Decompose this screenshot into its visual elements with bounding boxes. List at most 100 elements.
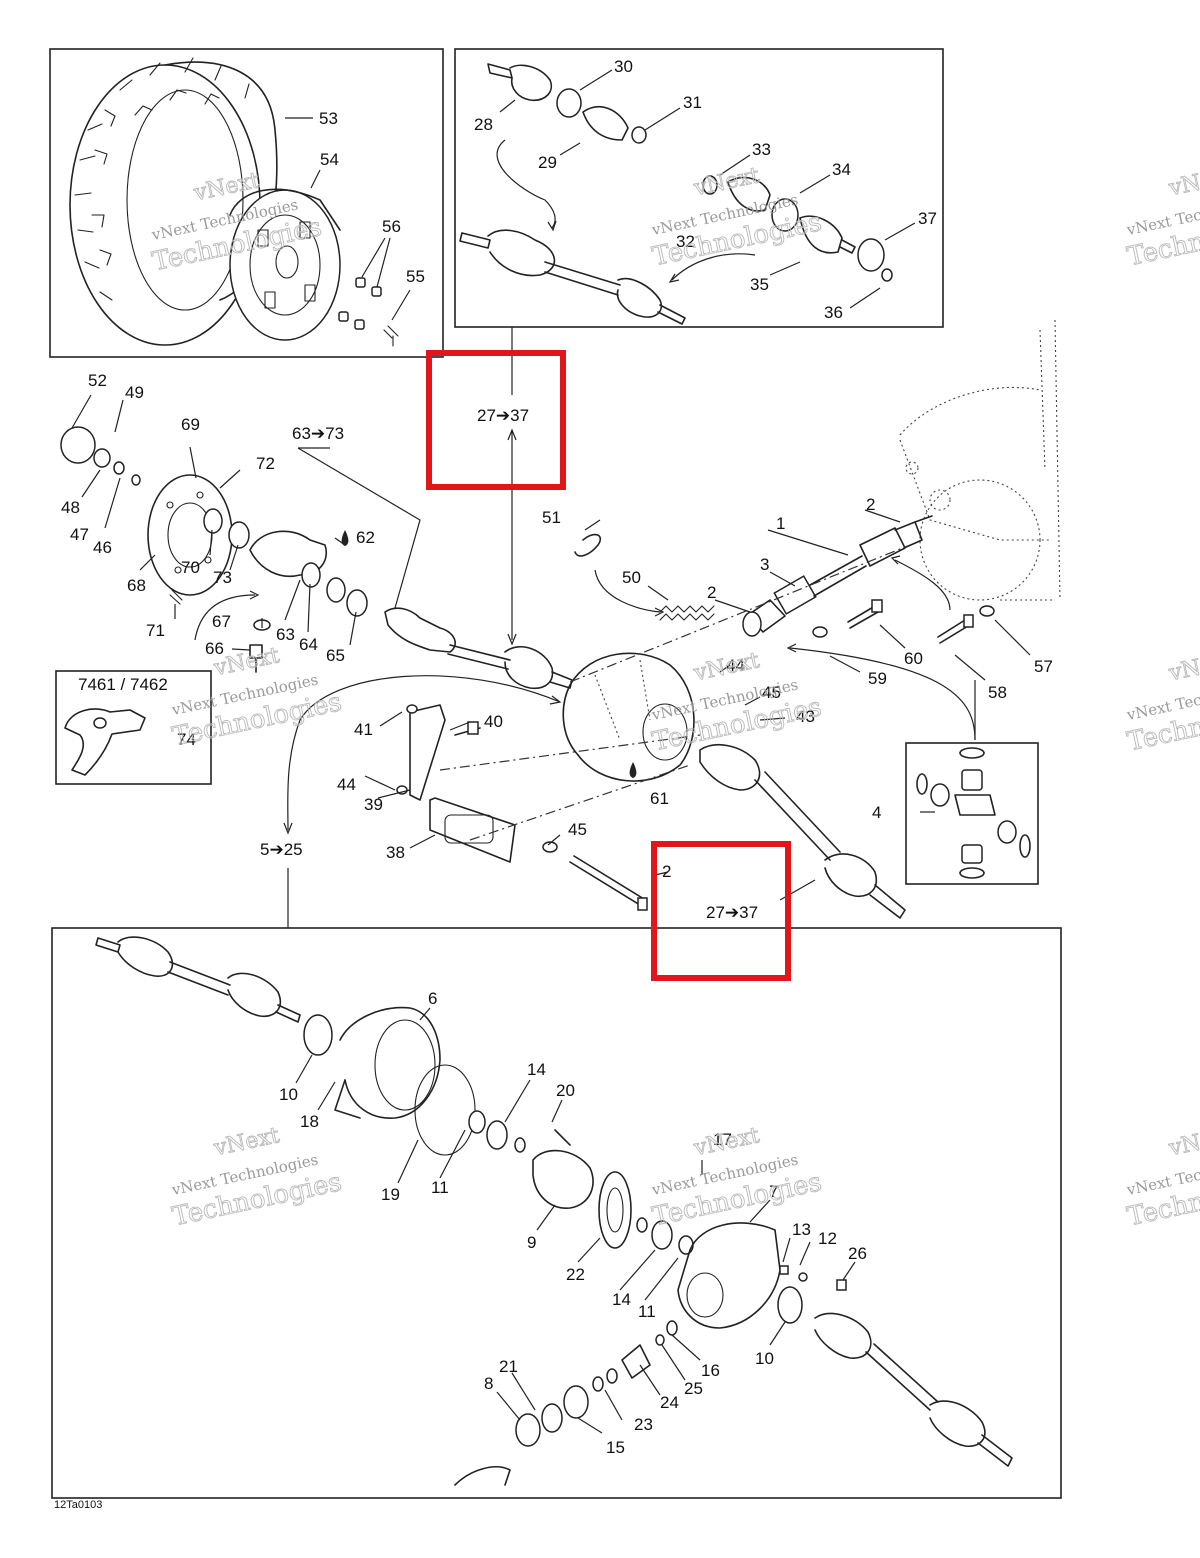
callout-2-middle: 2 (707, 583, 716, 602)
callout-44-upper: 44 (726, 656, 745, 675)
svg-text:vNext: vNext (691, 163, 762, 201)
callout-70: 70 (181, 558, 200, 577)
callout-20: 20 (556, 1081, 575, 1100)
callout-37: 37 (918, 209, 937, 228)
watermark-6: vNext vNext Technologies Technologies (1124, 648, 1200, 758)
callout-30: 30 (614, 57, 633, 76)
callout-25: 25 (684, 1379, 703, 1398)
rear-halfshaft-drawing (699, 744, 906, 919)
callout-17: 17 (713, 1130, 732, 1149)
wheel-inset-leaders (285, 117, 411, 321)
watermark-2: vNext vNext Technologies Technologies (649, 163, 824, 273)
callout-71: 71 (146, 621, 165, 640)
knuckle-variant-drawing (64, 708, 146, 776)
callout-35: 35 (750, 275, 769, 294)
callout-15: 15 (606, 1438, 625, 1457)
knuckle-variant-frame (55, 670, 212, 785)
callout-14-upper: 14 (527, 1060, 546, 1079)
main-assembly-leaders (71, 394, 1031, 901)
callout-26: 26 (848, 1244, 867, 1263)
callout-36: 36 (824, 303, 843, 322)
callout-11-left: 11 (431, 1178, 449, 1197)
svg-text:vNext: vNext (191, 168, 262, 206)
callout-52: 52 (88, 371, 107, 390)
watermark-8: vNext vNext Technologies Technologies (649, 1123, 824, 1233)
callout-62: 62 (356, 528, 375, 547)
callout-51: 51 (542, 508, 561, 527)
callout-2-lower: 2 (662, 862, 671, 881)
callout-63: 63 (276, 625, 295, 644)
driveshaft-inset-leaders (499, 69, 916, 309)
range-ref-63-73: 63➔73 (292, 424, 344, 443)
callout-73: 73 (213, 568, 232, 587)
rim-drawing (229, 188, 341, 341)
callout-24: 24 (660, 1393, 679, 1412)
callout-19: 19 (381, 1185, 400, 1204)
callout-18: 18 (300, 1112, 319, 1131)
callout-60: 60 (904, 649, 923, 668)
svg-text:vNext: vNext (211, 1123, 282, 1161)
callout-16: 16 (701, 1361, 720, 1380)
propeller-shaft-drawing (742, 515, 933, 637)
callout-40: 40 (484, 712, 503, 731)
callout-56: 56 (382, 217, 401, 236)
callout-47: 47 (70, 525, 89, 544)
diff-housing-drawing (677, 1222, 847, 1329)
callout-66: 66 (205, 639, 224, 658)
callout-34: 34 (832, 160, 851, 179)
svg-text:vNext: vNext (691, 1123, 762, 1161)
model-variant-note: 7461 / 7462 (78, 675, 168, 694)
callout-38: 38 (386, 843, 405, 862)
bolts-drawing (812, 599, 995, 644)
callout-8: 8 (484, 1374, 493, 1393)
callout-53: 53 (319, 109, 338, 128)
diff-pinion-drawing (454, 1320, 678, 1486)
ujoint-inset-drawing (916, 747, 1031, 879)
diff-input-shaft-drawing (95, 936, 301, 1023)
svg-text:vNext: vNext (691, 648, 762, 686)
range-ref-5-25: 5➔25 (260, 840, 303, 859)
callout-39: 39 (364, 795, 383, 814)
engine-outline (899, 319, 1061, 601)
grease-drop-icon (341, 530, 637, 778)
wheel-nuts-drawing (338, 277, 399, 347)
callout-13: 13 (792, 1220, 811, 1239)
callout-57: 57 (1034, 657, 1053, 676)
callout-45-lower: 45 (568, 820, 587, 839)
callout-58: 58 (988, 683, 1007, 702)
callout-65: 65 (326, 646, 345, 665)
svg-text:vNext: vNext (1166, 163, 1200, 201)
callout-12: 12 (818, 1229, 837, 1248)
svg-text:vNext: vNext (1166, 1123, 1200, 1161)
range-ref-27-37-bottom: 27➔37 (706, 903, 758, 922)
callout-49: 49 (125, 383, 144, 402)
reference-arrows (194, 327, 976, 928)
wheel-inset-frame (49, 48, 444, 358)
differential-inset-frame (51, 927, 1062, 1499)
front-halfshaft-drawing (384, 607, 573, 690)
callout-48: 48 (61, 498, 80, 517)
callout-59: 59 (868, 669, 887, 688)
callout-45-upper: 45 (762, 683, 781, 702)
callout-14-lower: 14 (612, 1290, 631, 1309)
diff-inset-leaders (295, 1007, 856, 1434)
callout-22: 22 (566, 1265, 585, 1284)
cv-joint-top-drawing (459, 63, 686, 325)
highlight-box-top (426, 350, 566, 490)
callout-55: 55 (406, 267, 425, 286)
callout-3: 3 (760, 555, 769, 574)
callout-29: 29 (538, 153, 557, 172)
callout-31: 31 (683, 93, 702, 112)
callout-41: 41 (354, 720, 373, 739)
callout-69: 69 (181, 415, 200, 434)
spring-and-clip-drawing (574, 533, 715, 621)
callout-7: 7 (769, 1182, 778, 1201)
svg-text:vNext: vNext (1166, 648, 1200, 686)
callout-10-right: 10 (755, 1349, 774, 1368)
callout-46: 46 (93, 538, 112, 557)
diff-cover-drawing (303, 1006, 476, 1156)
callout-32: 32 (676, 232, 695, 251)
hub-and-knuckle-drawing (60, 426, 368, 673)
